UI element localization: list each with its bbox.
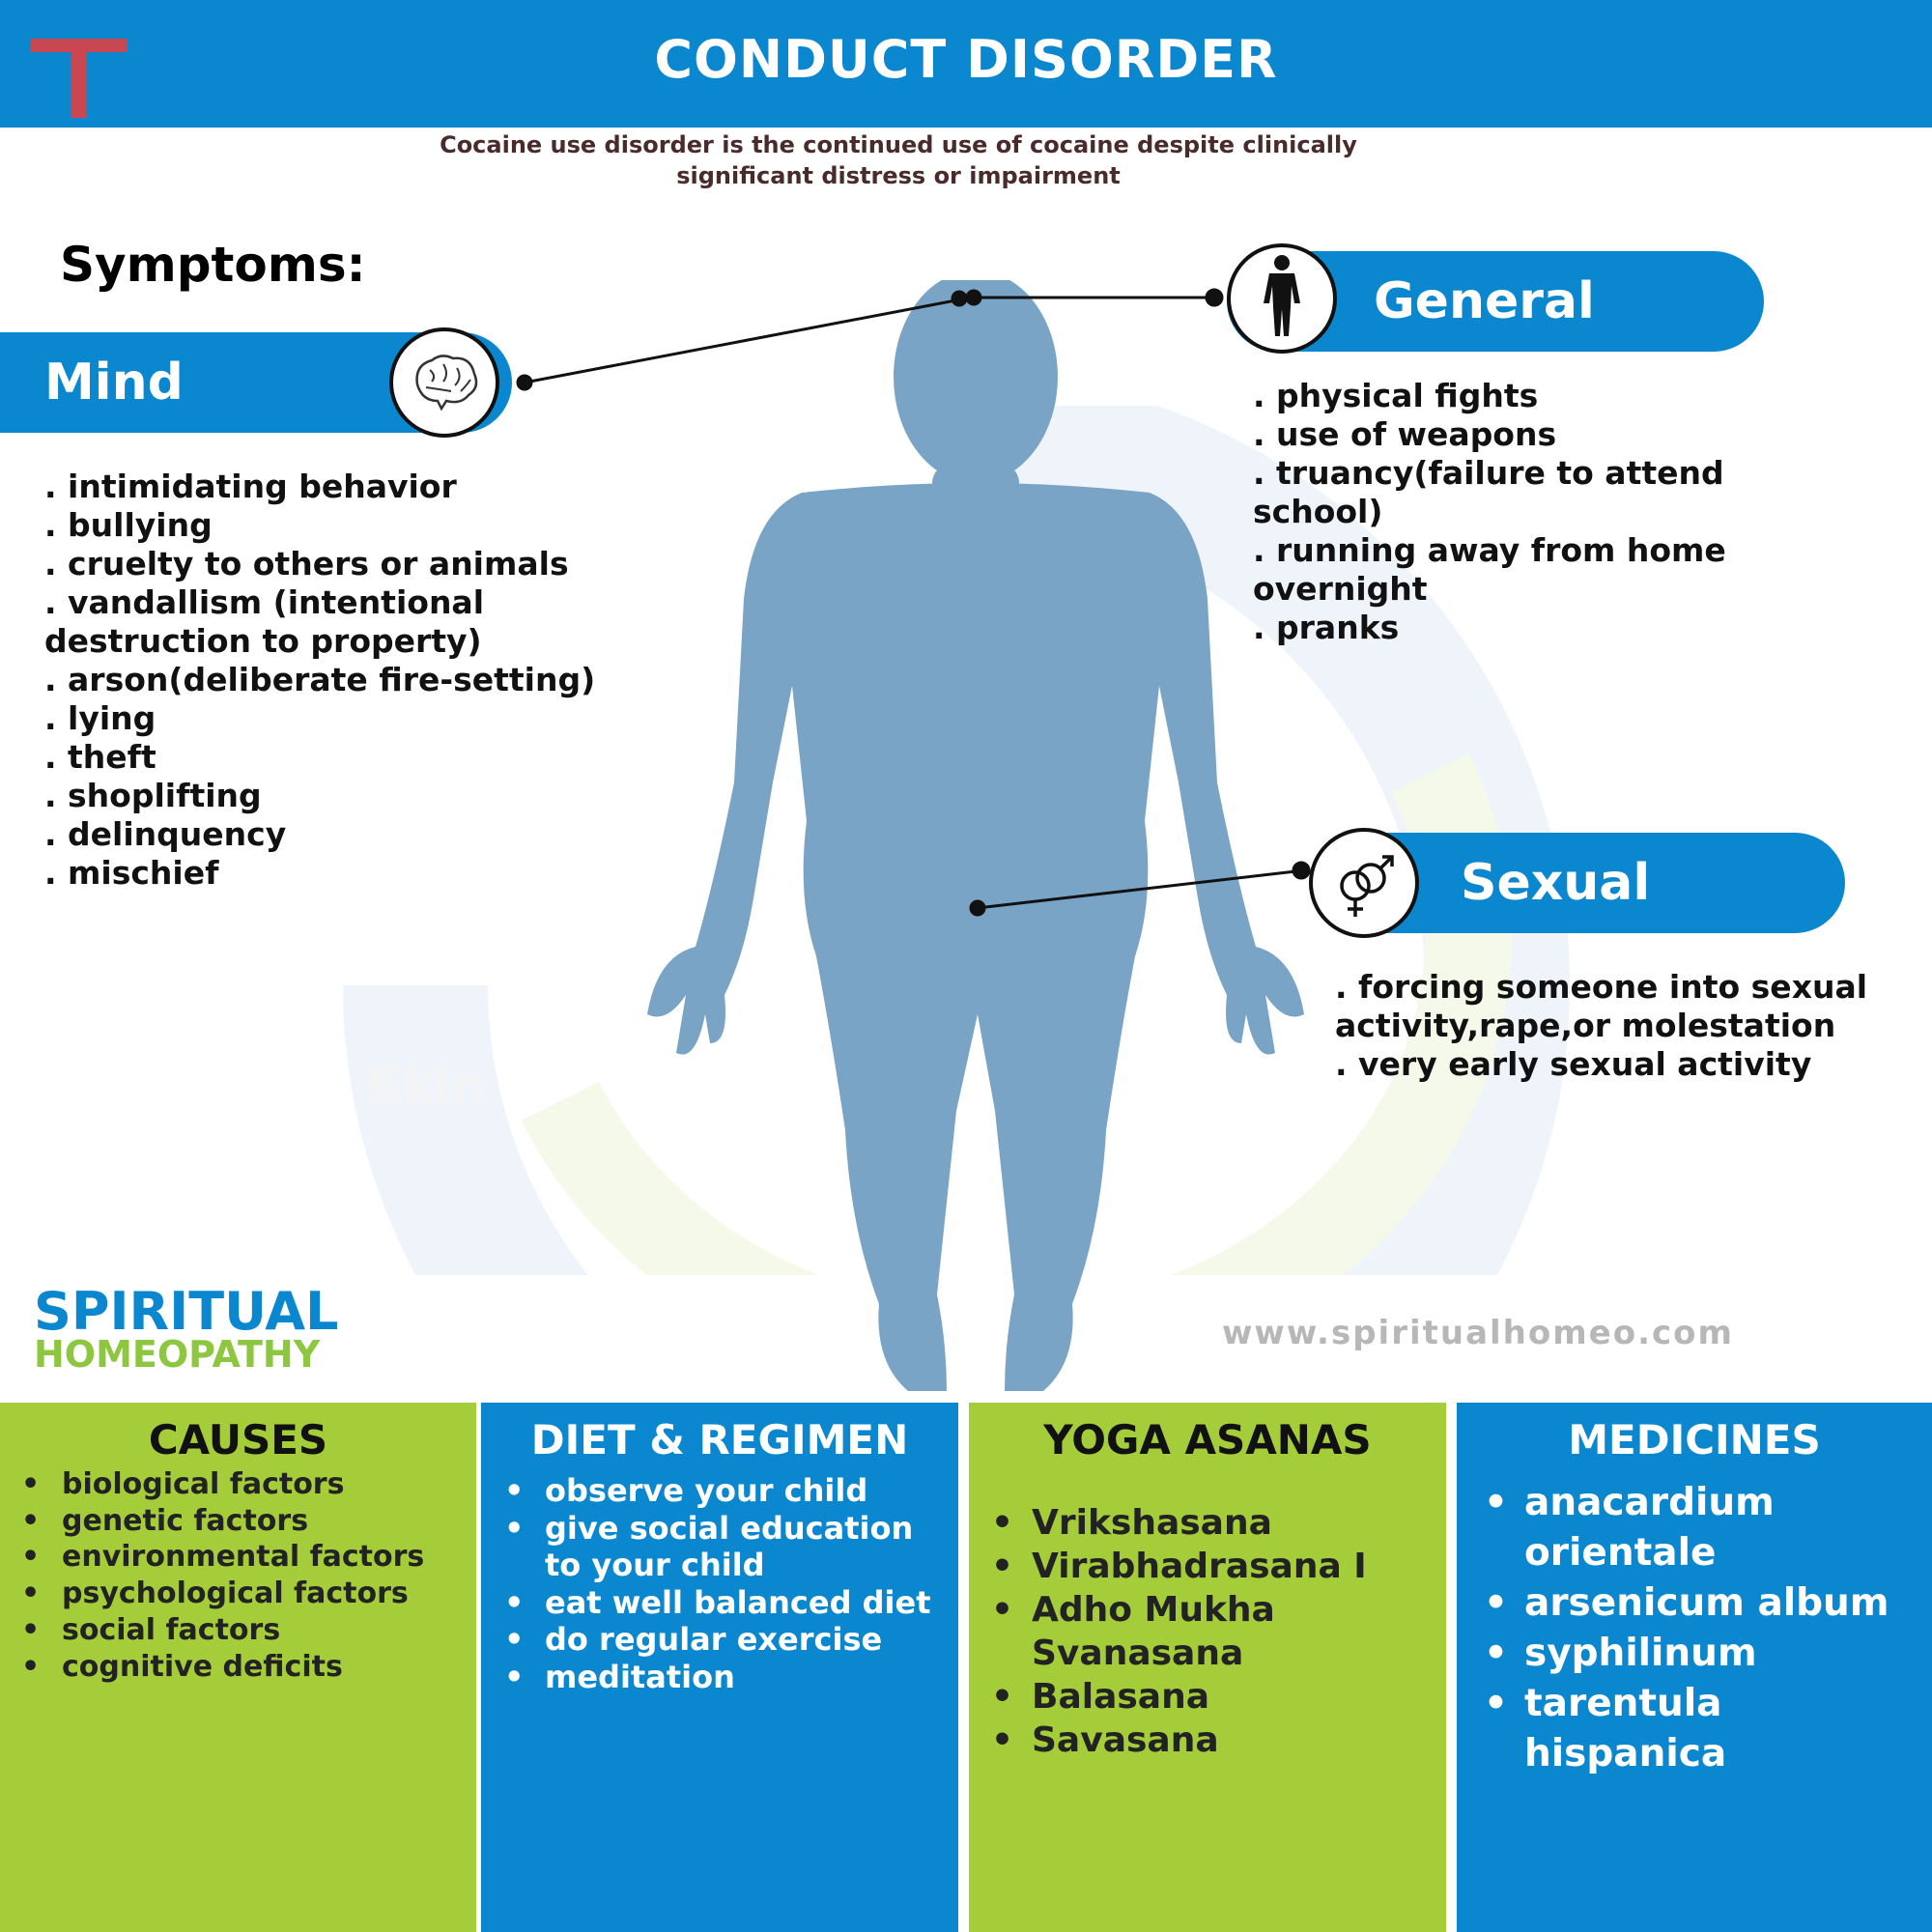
subtitle: Cocaine use disorder is the continued us… <box>440 131 1357 189</box>
list-item: biological factors <box>21 1466 480 1503</box>
brand-name-line1: SPIRITUAL <box>34 1281 339 1342</box>
list-item: Balasana <box>991 1675 1445 1719</box>
list-item: shoplifting <box>44 777 701 815</box>
list-item: Savasana <box>991 1719 1445 1762</box>
list-item: tarentula hispanica <box>1484 1679 1928 1779</box>
list-item: cruelty to others or animals <box>44 545 701 583</box>
causes-list: biological factors genetic factors envir… <box>21 1466 480 1685</box>
list-item: theft <box>44 738 701 777</box>
list-item: Vrikshasana <box>991 1501 1445 1545</box>
list-item: environmental factors <box>21 1539 480 1576</box>
list-item: forcing someone into sexual activity,rap… <box>1335 968 1915 1045</box>
list-item: genetic factors <box>21 1503 480 1540</box>
list-item: syphilinum <box>1484 1629 1928 1679</box>
brand-name-line2: HOMEOPATHY <box>34 1333 321 1376</box>
yoga-title: YOGA ASANAS <box>1043 1416 1372 1463</box>
t-logo-icon <box>31 39 128 126</box>
list-item: pranks <box>1253 609 1852 647</box>
medicines-title: MEDICINES <box>1568 1416 1821 1463</box>
list-item: do regular exercise <box>504 1621 958 1659</box>
list-item: cognitive deficits <box>21 1649 480 1686</box>
list-item: Virabhadrasana I <box>991 1545 1445 1588</box>
list-item: Adho Mukha Svanasana <box>991 1588 1445 1675</box>
list-item: truancy(failure to attend school) <box>1253 454 1852 531</box>
list-item: use of weapons <box>1253 415 1852 454</box>
general-symptoms-list: physical fights use of weapons truancy(f… <box>1253 377 1852 647</box>
diet-list: observe your child give social education… <box>504 1472 958 1695</box>
list-item: running away from home overnight <box>1253 531 1852 609</box>
list-item: arsenicum album <box>1484 1578 1928 1629</box>
symptoms-heading: Symptoms: <box>60 237 366 293</box>
yoga-list: Vrikshasana Virabhadrasana I Adho Mukha … <box>991 1501 1445 1762</box>
causes-title: CAUSES <box>148 1416 328 1463</box>
list-item: delinquency <box>44 815 701 854</box>
header-bar: CONDUCT DISORDER <box>0 0 1932 128</box>
list-item: lying <box>44 699 701 738</box>
sexual-symptoms-list: forcing someone into sexual activity,rap… <box>1335 968 1915 1084</box>
list-item: meditation <box>504 1659 958 1696</box>
human-body-silhouette <box>647 280 1304 1391</box>
list-item: eat well balanced diet <box>504 1584 958 1622</box>
list-item: social factors <box>21 1612 480 1649</box>
list-item: give social education to your child <box>504 1510 958 1584</box>
human-figure-icon <box>1227 243 1337 354</box>
list-item: mischief <box>44 854 701 893</box>
mind-symptoms-list: intimidating behavior bullying cruelty t… <box>44 468 701 893</box>
brain-icon <box>389 327 499 438</box>
website-url: www.spiritualhomeo.com <box>1222 1314 1734 1352</box>
watermark-text: Skin <box>367 1058 485 1114</box>
medicines-list: anacardium orientale arsenicum album syp… <box>1484 1478 1928 1779</box>
list-item: arson(deliberate fire-setting) <box>44 661 701 699</box>
list-item: vandallism (intentional destruction to p… <box>44 583 701 661</box>
list-item: very early sexual activity <box>1335 1045 1915 1084</box>
page-title: CONDUCT DISORDER <box>654 29 1278 90</box>
list-item: physical fights <box>1253 377 1852 415</box>
list-item: observe your child <box>504 1472 958 1510</box>
list-item: anacardium orientale <box>1484 1478 1928 1578</box>
list-item: psychological factors <box>21 1576 480 1612</box>
list-item: bullying <box>44 506 701 545</box>
list-item: intimidating behavior <box>44 468 701 506</box>
gender-symbols-icon <box>1309 828 1419 938</box>
diet-title: DIET & REGIMEN <box>530 1416 909 1463</box>
